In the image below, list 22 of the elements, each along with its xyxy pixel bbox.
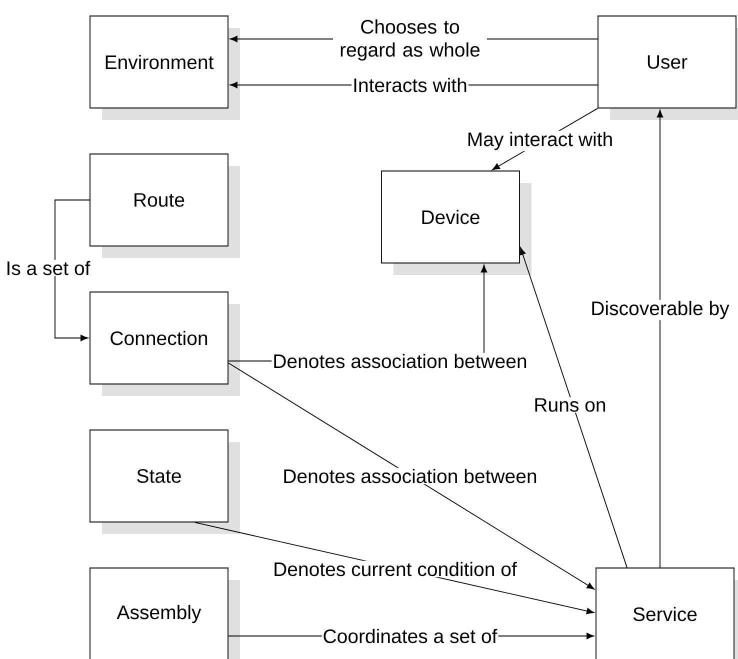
box: State [90,430,228,522]
edge-label: Chooses to regard as whole [333,18,487,62]
box: Environment [90,16,228,108]
edge-label: Denotes association between [272,352,528,370]
arrow [54,200,90,342]
edge-label: Denotes association between [282,468,538,484]
box: Device [381,170,520,264]
edge-label: Discoverable by [590,300,730,320]
arrow [228,362,594,590]
box: Route [90,154,228,246]
edge-label: Interacts with [352,76,468,94]
edge-label: Is a set of [4,260,92,276]
edge-label: Coordinates a set of [322,628,498,644]
box: Service [596,568,734,659]
box: User [598,16,736,108]
arrow [520,247,628,568]
box: Connection [90,292,228,384]
box: Assembly [90,568,228,659]
edge-label: Runs on [532,397,608,413]
arrow [656,110,664,568]
edge-label: May interact with [466,130,614,152]
edge-label: Denotes current condition of [272,560,518,578]
